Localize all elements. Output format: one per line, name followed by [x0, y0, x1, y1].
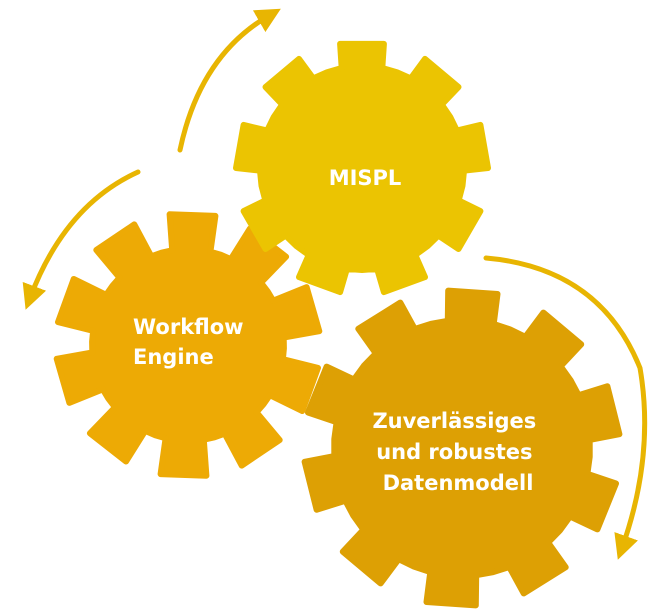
gear-shape	[233, 40, 491, 296]
datenmodell-label: Zuverlässiges und robustes Datenmodell	[372, 409, 543, 495]
mispl-gear	[233, 40, 491, 296]
mispl-label: MISPL	[329, 166, 402, 190]
arrow-left	[22, 169, 141, 310]
workflow-engine-label-line2: Engine	[133, 345, 214, 369]
datenmodell-gear	[301, 287, 623, 609]
gear-shape	[301, 287, 623, 609]
datenmodell-label-line1: Zuverlässiges	[372, 409, 536, 433]
arrow-right	[483, 255, 648, 560]
arrow-top-left	[177, 8, 281, 153]
datenmodell-label-line3: Datenmodell	[383, 471, 534, 495]
datenmodell-label-line2: und robustes	[376, 440, 532, 464]
workflow-engine-gear	[53, 211, 323, 479]
workflow-engine-label: Workflow Engine	[133, 315, 251, 369]
gear-shape	[53, 211, 323, 479]
workflow-engine-label-line1: Workflow	[133, 315, 244, 339]
